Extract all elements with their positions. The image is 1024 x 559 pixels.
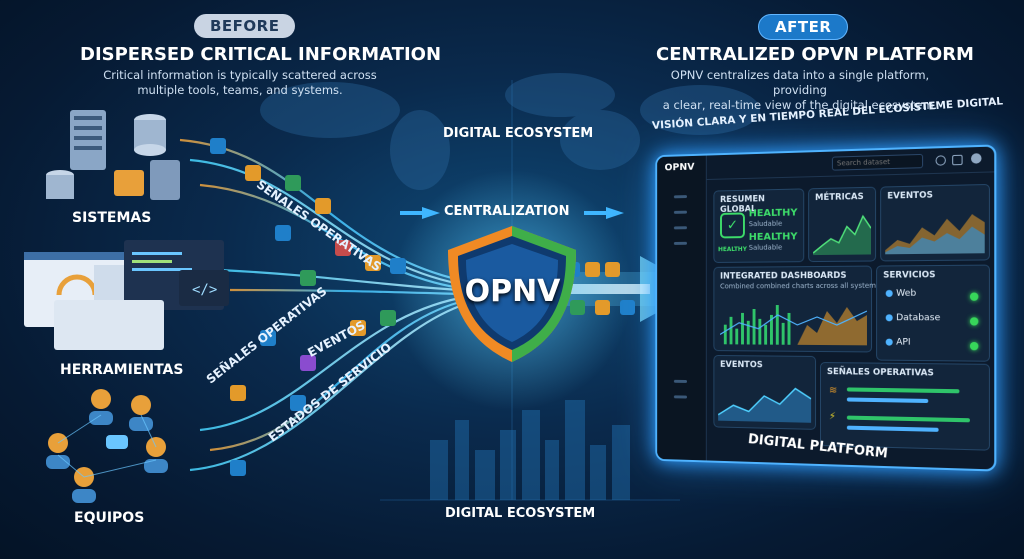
metricas-chart [813,208,872,256]
senales-title: SEÑALES OPERATIVAS [826,367,934,379]
service-web-status [969,292,979,301]
sidebar-item-2[interactable] [673,210,687,214]
after-badge: AFTER [758,14,849,40]
before-title: DISPERSED CRITICAL INFORMATION [80,44,442,65]
sidebar-item-5[interactable] [673,379,687,383]
resumen-status-2: HEALTHY [748,231,798,243]
card-senales-operativas: SEÑALES OPERATIVAS ≋ ⚡ [820,362,990,451]
service-api-status [969,341,979,351]
before-badge: BEFORE [194,14,296,38]
globe-icon: ● [885,288,897,299]
ecosystem-label-top: DIGITAL ECOSYSTEM [443,126,594,141]
dashboard-topbar [705,146,995,181]
opnv-shield-logo [448,226,576,362]
ecosystem-label-bottom: DIGITAL ECOSYSTEM [445,506,596,521]
eventos-title: EVENTOS [887,190,933,202]
sidebar-item-6[interactable] [673,395,687,399]
check-icon: ✓ [720,212,745,239]
card-eventos-2: EVENTOS [713,354,817,430]
service-database-status [969,317,979,326]
signal-bar-2 [846,397,929,404]
before-subtitle-line1: Critical information is typically scatte… [103,68,377,82]
dashboards-subtitle: Combined combined charts across all syst… [720,281,880,291]
database-icon: ● [885,313,897,324]
service-api[interactable]: ● API [885,337,911,347]
centralization-arrows [400,207,624,219]
avatar[interactable] [971,153,982,164]
card-integrated-dashboards: INTEGRATED DASHBOARDS Combined combined … [713,265,880,353]
signal-bar-1 [846,387,960,394]
after-subtitle: OPNV centralizes data into a single plat… [650,68,950,113]
city-skyline [430,400,630,500]
tools-windows-icon: </> [24,240,229,350]
dashboards-title: INTEGRATED DASHBOARDS [720,270,847,282]
source-herramientas: HERRAMIENTAS [60,362,184,378]
card-resumen-global: RESUMEN GLOBAL ✓ HEALTHY Saludable HEALT… [713,188,805,263]
service-web-label: Web [896,288,917,299]
sidebar-item-1[interactable] [673,195,687,199]
card-servicios: SERVICIOS ● Web ● Database ● API [876,264,990,362]
metricas-title: MÉTRICAS [815,191,864,204]
eventos2-chart [718,376,812,423]
eventos-chart [885,213,985,255]
eventos2-title: EVENTOS [720,359,763,371]
resumen-status-1-sub: Saludable [748,219,783,229]
resumen-status-1: HEALTHY [748,207,798,220]
resumen-status-2-sub: Saludable [748,243,783,252]
team-people-icon [46,389,168,503]
signal-bar-4 [846,425,939,432]
card-eventos: EVENTOS [880,183,990,262]
world-map [260,73,760,190]
card-metricas: MÉTRICAS [808,186,877,263]
source-sistemas: SISTEMAS [72,210,152,226]
svg-text:</>: </> [192,282,217,298]
servicios-title: SERVICIOS [883,270,936,281]
servers-icon [46,110,180,200]
notification-icon[interactable] [935,155,946,166]
dashboard-sidebar: OPNV [657,155,707,461]
dashboard-search-input[interactable] [831,153,924,171]
before-subtitle: Critical information is typically scatte… [100,68,380,98]
dashboard-brand: OPNV [664,161,695,174]
service-database-label: Database [896,313,941,324]
centralization-label: CENTRALIZATION [444,204,570,219]
opnv-logo-text: OPNV [464,274,561,309]
sidebar-item-3[interactable] [673,226,687,230]
sidebar-item-4[interactable] [673,241,687,245]
after-subtitle-line1: OPNV centralizes data into a single plat… [670,68,930,97]
api-icon: ● [885,337,897,348]
signal-bar-3 [846,415,970,423]
signal-icon: ≋ [828,385,838,397]
settings-icon[interactable] [952,154,963,166]
after-subtitle-line2: a clear, real-time view of the digital e… [662,98,938,112]
service-web[interactable]: ● Web [885,289,916,299]
dashboards-chart [720,305,867,346]
signal-icon-tiles [210,138,635,476]
service-api-label: API [896,337,911,348]
service-database[interactable]: ● Database [885,313,940,323]
source-equipos: EQUIPOS [74,510,145,526]
bolt-icon: ⚡ [828,411,836,423]
platform-dashboard: OPNV RESUMEN GLOBAL ✓ HEALTHY Saludable … [655,144,997,472]
before-subtitle-line2: multiple tools, teams, and systems. [137,83,343,97]
after-title: CENTRALIZED OPVN PLATFORM [656,44,974,65]
resumen-badge: HEALTHY [718,245,747,254]
